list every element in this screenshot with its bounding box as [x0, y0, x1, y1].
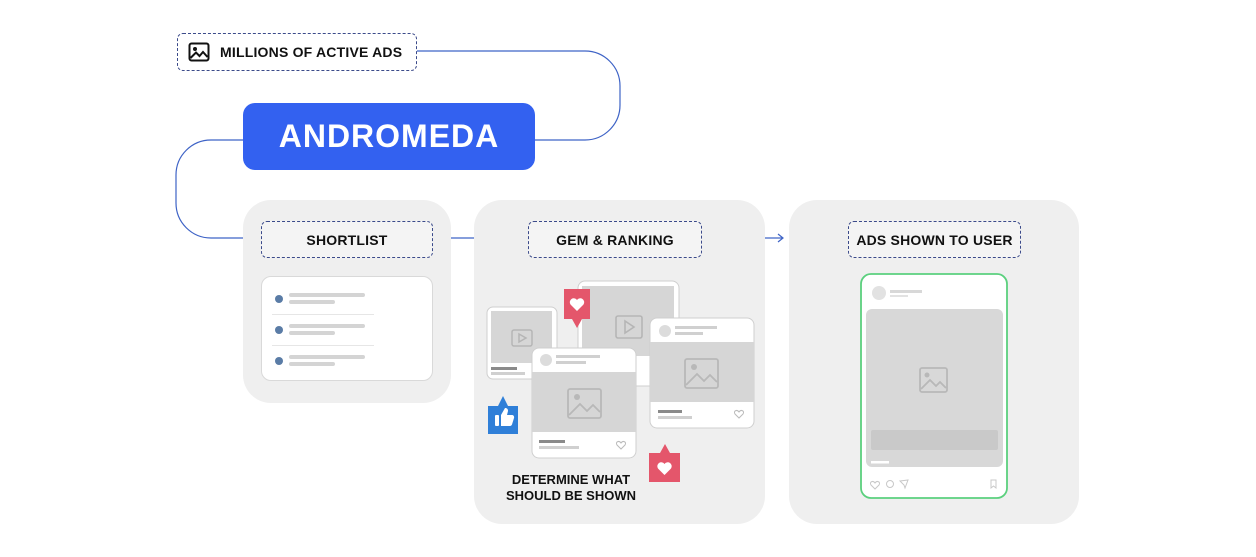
arrow-head-icon: [777, 233, 784, 243]
list-item: [262, 346, 432, 376]
list-item: [262, 315, 432, 345]
video-icon: [615, 315, 643, 339]
heart-icon: [569, 298, 585, 311]
gem-caption-line2: SHOULD BE SHOWN: [506, 488, 636, 503]
user-feed-phone: [860, 273, 1008, 499]
video-icon: [511, 329, 533, 347]
image-icon: [919, 367, 948, 393]
source-label: MILLIONS OF ACTIVE ADS: [220, 44, 403, 60]
gem-ranking-label: GEM & RANKING: [528, 221, 702, 258]
heart-icon: [657, 462, 672, 475]
heart-icon: [616, 441, 626, 450]
image-icon: [684, 358, 719, 389]
shortlist-label: SHORTLIST: [261, 221, 433, 258]
image-icon: [567, 388, 602, 419]
andromeda-engine: ANDROMEDA: [243, 103, 535, 170]
comment-icon: [886, 480, 894, 488]
share-icon: [898, 479, 909, 490]
connector-source-to-engine: [417, 50, 621, 141]
shortlist-panel: SHORTLIST: [243, 200, 451, 403]
ads-shown-label: ADS SHOWN TO USER: [848, 221, 1021, 258]
connector-engine-to-shortlist: [175, 139, 243, 239]
ad-cards-illustration: [486, 280, 755, 482]
source-pill: MILLIONS OF ACTIVE ADS: [177, 33, 417, 71]
ad-card-image-right: [649, 317, 755, 429]
gem-caption: DETERMINE WHAT SHOULD BE SHOWN: [474, 472, 668, 504]
shortlist-card: [261, 276, 433, 381]
action-icons: [870, 479, 997, 490]
heart-icon: [870, 481, 880, 490]
thumbs-up-icon: [495, 408, 515, 426]
list-item: [262, 284, 432, 314]
heart-badge-top: [564, 289, 590, 328]
gem-ranking-panel: GEM & RANKING: [474, 200, 765, 524]
ad-card-image-front: [531, 347, 637, 459]
like-badge: [488, 396, 518, 434]
heart-badge-bottom: [649, 444, 680, 482]
image-icon: [188, 41, 210, 63]
ads-shown-panel: ADS SHOWN TO USER: [789, 200, 1079, 524]
bookmark-icon: [990, 479, 997, 490]
gem-caption-line1: DETERMINE WHAT: [511, 472, 631, 487]
heart-icon: [734, 410, 744, 419]
